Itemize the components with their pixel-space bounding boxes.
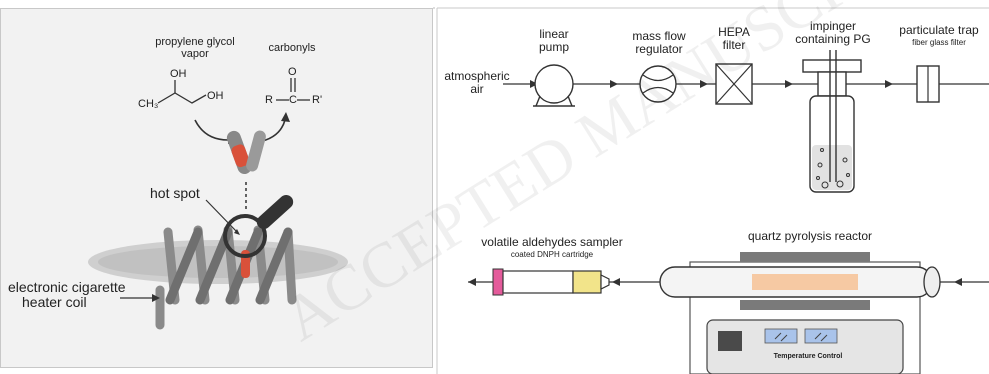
oh-top: OH — [170, 68, 187, 80]
heater-top — [740, 252, 870, 262]
temperature-control-panel — [706, 319, 904, 374]
trap-label: particulate trap fiber glass filter — [899, 23, 979, 48]
particulate-trap — [916, 65, 940, 103]
hot-spot-pointer — [205, 199, 238, 233]
r-label: R — [265, 94, 273, 106]
control-display — [718, 331, 742, 351]
mechanism-panel — [0, 8, 433, 368]
temperature-control-label: Temperature Control — [773, 353, 843, 360]
heated-zone — [752, 274, 858, 290]
linear-pump — [533, 64, 575, 107]
control-window-1 — [764, 328, 798, 344]
control-window-2 — [804, 328, 838, 344]
zoomed-coil-segment — [226, 130, 266, 175]
reactor-label: quartz pyrolysis reactor — [747, 229, 873, 243]
sampler-label: volatile aldehydes sampler coated DNPH c… — [481, 235, 623, 260]
rprime-label: R' — [312, 94, 323, 106]
magnifier-icon — [223, 194, 294, 258]
carbon-label: C — [289, 94, 297, 106]
oh-right: OH — [207, 90, 224, 102]
impinger-bubbles — [816, 148, 850, 189]
reaction-arrow-in — [194, 119, 229, 141]
oxygen-label: O — [288, 66, 297, 78]
hepa-filter — [715, 63, 753, 105]
carbonyl-structure — [276, 78, 310, 101]
mass-flow-regulator — [639, 65, 677, 103]
ch3-label: CH₃ — [138, 98, 159, 110]
hot-spot-label: hot spot — [150, 185, 200, 201]
arrow-head-out — [281, 112, 290, 122]
carbonyls-label: carbonyls — [268, 42, 316, 54]
propylene-glycol-structure — [157, 80, 207, 104]
dnph-cartridge — [492, 268, 610, 296]
impinger — [802, 50, 862, 193]
heater-bottom — [740, 300, 870, 310]
